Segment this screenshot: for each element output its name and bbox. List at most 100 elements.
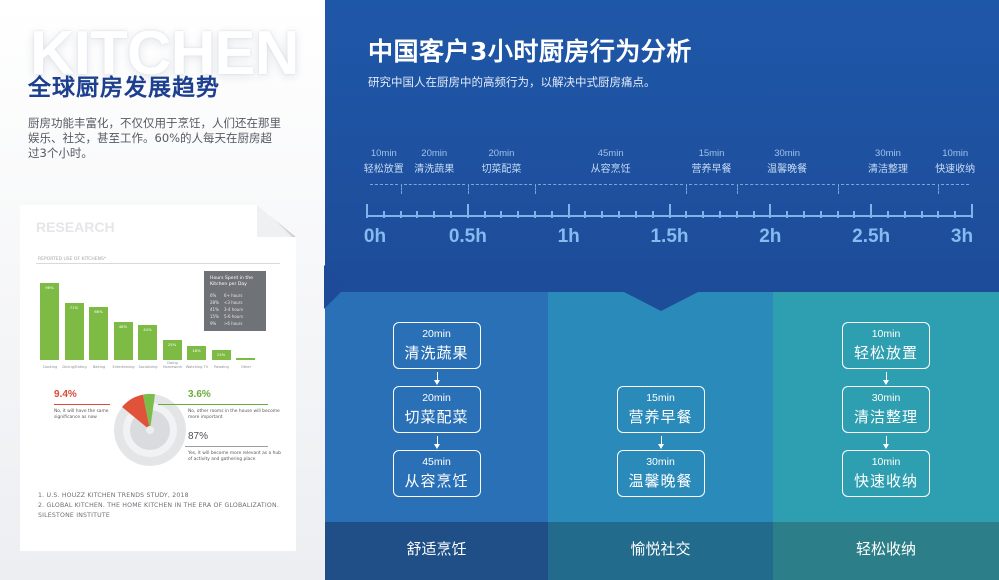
- gauge-red-slice: [122, 394, 150, 430]
- bar-category-label: Watching TV: [185, 365, 209, 369]
- minor-tick: [517, 211, 520, 218]
- minor-tick: [819, 211, 822, 218]
- paper-rule: [36, 263, 280, 264]
- bar-value-label: 66%: [94, 309, 103, 315]
- usage-bar: 96%: [40, 283, 59, 360]
- bar-value-label: 18%: [192, 347, 201, 353]
- bar-category-label: Other: [240, 365, 252, 369]
- timeline-item-name: 营养早餐: [691, 164, 732, 175]
- timeline-item-duration: 45min: [597, 148, 624, 159]
- usage-bar: 44%: [138, 324, 157, 360]
- minor-tick: [382, 211, 385, 218]
- activity-box: 10min 轻松放置: [842, 322, 930, 369]
- timeline-item-name: 轻松放置: [363, 164, 404, 175]
- activity-duration: 10min: [871, 328, 901, 340]
- left-panel: KITCHEN 全球厨房发展趋势 厨房功能丰富化，不仅仅用于烹饪，人们还在那里娱…: [0, 0, 325, 580]
- activity-duration: 15min: [646, 392, 675, 404]
- bar-value-label: 71%: [69, 305, 79, 311]
- timeline-dashed-segment: [470, 184, 533, 190]
- bar-category-label: Baking: [92, 365, 106, 369]
- activity-name: 清洁整理: [853, 408, 918, 426]
- minor-tick: [618, 211, 621, 218]
- activity-name: 轻松放置: [853, 344, 918, 362]
- bar-category-label: Socializing: [138, 365, 158, 369]
- minor-tick: [651, 211, 654, 218]
- hour-label: 0.5h: [448, 226, 487, 247]
- minor-tick: [399, 211, 402, 218]
- gauge-red-text: No, it will have the same significance a…: [54, 409, 109, 420]
- green-leader-line: [158, 404, 268, 405]
- footer-storage: 轻松收纳: [773, 522, 999, 580]
- timeline-item-name: 清洁整理: [867, 164, 908, 175]
- research-paper: RESEARCH REPORTED USE OF KITCHENS* 96%Co…: [20, 205, 296, 551]
- major-tick: [870, 204, 873, 218]
- timeline-header-area: [325, 0, 999, 292]
- minor-tick: [483, 211, 486, 218]
- right-title: 中国客户3小时厨房行为分析: [368, 37, 692, 66]
- timeline-item-name: 快速收纳: [935, 164, 976, 175]
- minor-tick: [584, 211, 587, 218]
- red-leader-line: [54, 404, 110, 405]
- usage-bar: 18%: [187, 345, 206, 360]
- activity-name: 切菜配菜: [404, 408, 469, 426]
- bar-value-label: 44%: [143, 326, 152, 332]
- usage-bar: 13%: [211, 349, 231, 360]
- down-arrow-icon: [883, 372, 889, 385]
- down-arrow-icon: [883, 436, 889, 449]
- hour-label: 1.5h: [650, 226, 689, 247]
- activity-duration: 20min: [422, 392, 451, 404]
- timeline-dashed-divider: [467, 184, 469, 194]
- activity-name: 从容烹饪: [404, 472, 469, 490]
- major-tick: [466, 204, 469, 218]
- kitchen-watermark: KITCHEN: [30, 19, 300, 88]
- time-scale-ruler: [366, 204, 973, 218]
- timeline-dashed-segment: [403, 184, 465, 190]
- minor-tick: [534, 211, 537, 218]
- minor-tick: [752, 211, 755, 218]
- minor-tick: [500, 211, 503, 218]
- timeline-dashed-divider: [736, 184, 738, 194]
- timeline-item-duration: 30min: [774, 148, 801, 159]
- minor-tick: [954, 211, 957, 218]
- down-arrow-icon: [433, 436, 440, 449]
- legend-title: Hours Spent in the Kitchen per Day: [210, 276, 253, 287]
- activity-box: 20min 切菜配菜: [392, 386, 481, 433]
- usage-bar: 48%: [113, 321, 133, 360]
- kitchen-importance-gauge: [114, 393, 186, 466]
- minor-tick: [786, 211, 789, 218]
- activity-name: 温馨晚餐: [628, 472, 693, 490]
- activity-name: 清洗蔬果: [404, 344, 469, 362]
- bar-value-label: 3%: [242, 359, 249, 365]
- legend-row: 9%>6 hours: [210, 321, 243, 326]
- timeline-dashed-segment: [538, 184, 684, 190]
- footer-cooking: 舒适烹饪: [325, 522, 548, 580]
- minor-tick: [920, 211, 923, 218]
- timeline-dashed-segment: [739, 184, 835, 190]
- activity-duration: 10min: [871, 456, 901, 468]
- timeline-item-duration: 20min: [488, 148, 515, 159]
- minor-tick: [685, 211, 688, 218]
- hour-label: 1h: [557, 226, 580, 247]
- timeline-dashed-segment: [941, 184, 969, 190]
- timeline-item-name: 清洗蔬果: [414, 164, 455, 175]
- bar-value-label: 25%: [167, 342, 177, 347]
- gauge-green-pct: 3.6%: [188, 389, 211, 400]
- bar-category-label: Cooking: [42, 365, 58, 369]
- minor-tick: [718, 211, 721, 218]
- paper-references: 1. U.S. HOUZZ KITCHEN TRENDS STUDY, 2018…: [38, 492, 280, 519]
- timeline-dashed-divider: [535, 184, 537, 194]
- timeline-dashed-segment: [689, 184, 734, 190]
- hours-legend-box: Hours Spent in the Kitchen per Day 6%6+ …: [204, 271, 266, 331]
- minor-tick: [937, 211, 940, 218]
- minor-tick: [802, 211, 805, 218]
